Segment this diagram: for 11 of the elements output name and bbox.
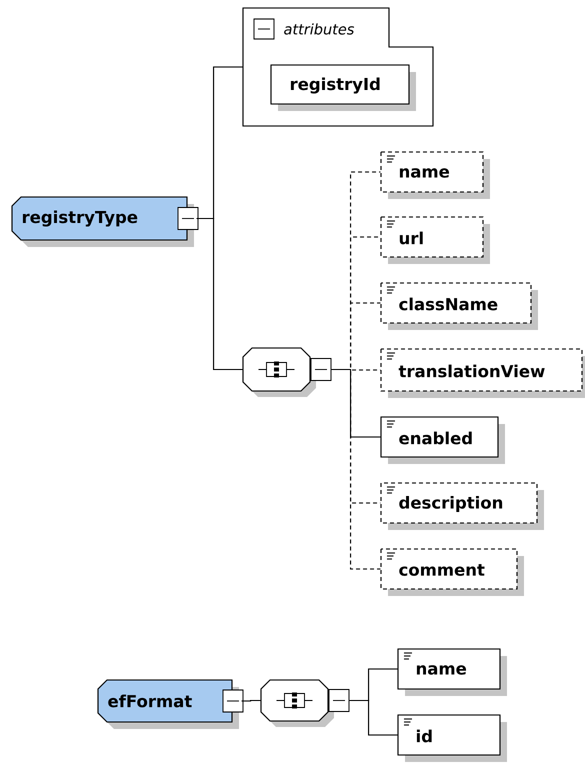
element-box: description (380, 482, 544, 530)
connector (242, 700, 260, 702)
connector (332, 368, 380, 570)
type-box: registryType (11, 196, 194, 247)
element-box: className (380, 282, 538, 330)
attribute-box: registryId (270, 64, 416, 111)
element-box: translationView (380, 348, 585, 398)
element-box: comment (380, 548, 524, 596)
type-box: efFormat (97, 679, 239, 729)
connector (350, 700, 398, 736)
connector (196, 218, 242, 370)
